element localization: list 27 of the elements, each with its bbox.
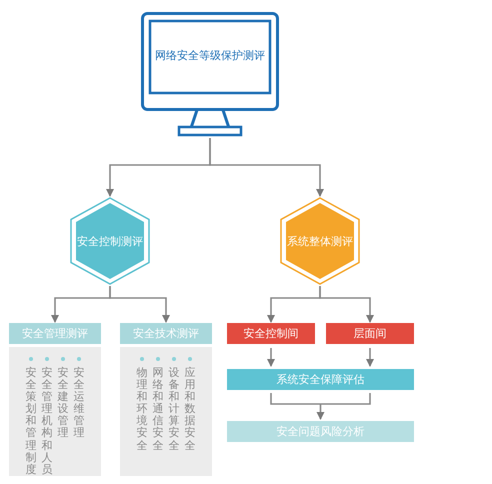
step-bar: 层面间 [326,323,414,344]
arrow [319,286,374,323]
arrow [366,348,374,367]
arrow [270,392,371,420]
item-text: 安全管理机构和人员 [42,367,52,476]
arrow [209,138,324,197]
item-text: 设备和计算安全 [168,367,180,452]
monitor-title: 网络安全等级保护测评 [154,48,266,63]
item-panel [9,347,101,476]
step-bar: 系统安全保障评估 [227,369,414,390]
item-text: 网络和通信安全 [152,367,164,452]
item-text: 安全策划和管理制度 [26,367,36,476]
step-bar: 安全控制间 [227,323,315,344]
node-label: 安全控制测评 [76,234,144,249]
category-header: 安全管理测评 [9,323,101,344]
item-text: 安全运维管理 [74,367,84,440]
hexagon-node [280,197,360,285]
step-bar: 安全问题风险分析 [227,421,414,442]
hexagon-node [70,197,150,285]
item-panel [120,347,212,476]
item-text: 应用和数据安全 [184,367,196,452]
category-header: 安全技术测评 [120,323,212,344]
node-label: 系统整体测评 [286,234,354,249]
item-text: 安全建设管理 [58,367,68,440]
arrow [267,348,275,367]
arrow [109,286,170,323]
item-text: 物理和环境安全 [136,367,148,452]
